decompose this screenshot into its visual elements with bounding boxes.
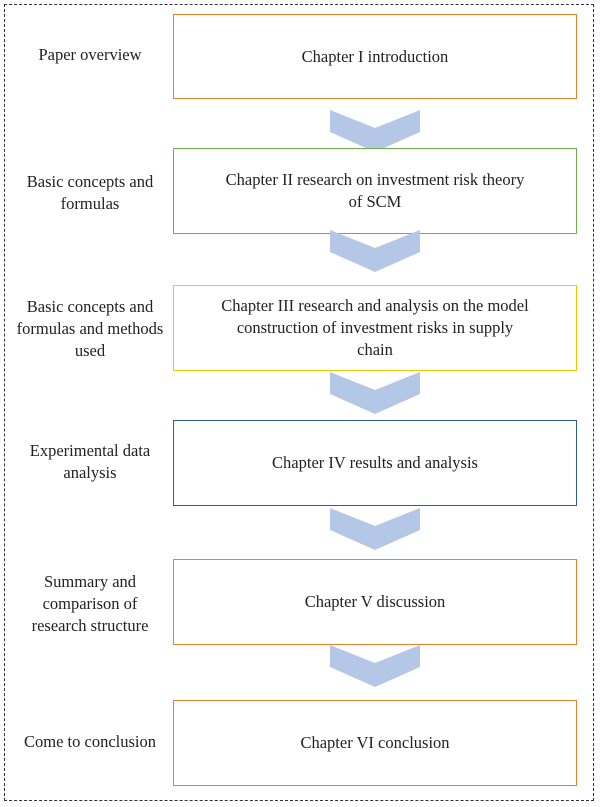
chapter-box-5: Chapter V discussion [173, 559, 577, 645]
chapter-box-4: Chapter IV results and analysis [173, 420, 577, 506]
step-label-2: Basic concepts and formulas [26, 172, 154, 213]
diagram-frame [4, 4, 594, 801]
chapter-box-1: Chapter I introduction [173, 14, 577, 99]
chevron-down-icon [330, 230, 420, 272]
step-label-5: Summary and comparison of research struc… [31, 572, 149, 635]
chevron-down-icon [330, 508, 420, 550]
step-label-6: Come to conclusion [24, 732, 156, 751]
chevron-down-icon [330, 645, 420, 687]
chapter-box-3: Chapter III research and analysis on the… [173, 285, 577, 371]
chevron-down-icon [330, 110, 420, 152]
step-label-1: Paper overview [38, 45, 142, 64]
step-label-3: Basic concepts and formulas and methods … [16, 297, 164, 360]
chapter-box-6: Chapter VI conclusion [173, 700, 577, 786]
chapter-box-2: Chapter II research on investment risk t… [173, 148, 577, 234]
step-label-4: Experimental data analysis [29, 441, 151, 482]
chevron-down-icon [330, 372, 420, 414]
